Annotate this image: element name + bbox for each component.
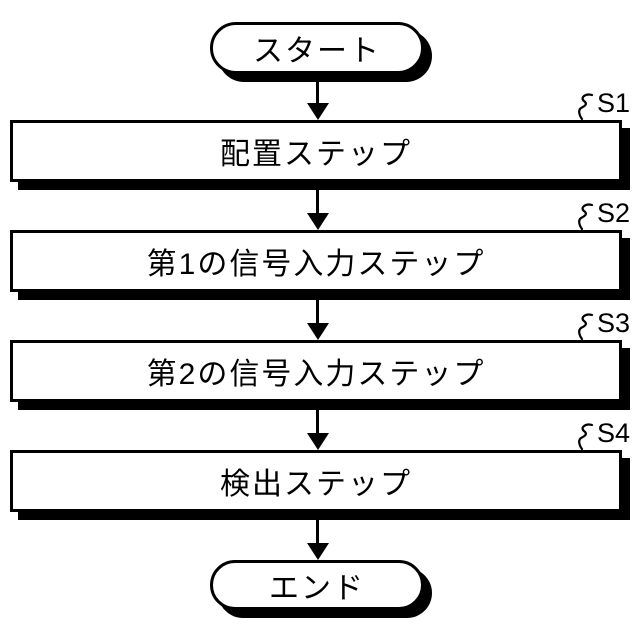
- arrow-head-icon: [307, 103, 329, 120]
- flow-arrow-1: [306, 74, 330, 120]
- arrow-head-icon: [307, 543, 329, 560]
- arrow-shaft: [316, 184, 319, 215]
- step-label: 第2の信号入力ステップ: [146, 358, 486, 391]
- step-label: 配置ステップ: [220, 138, 412, 171]
- step-box-4: 検出ステップ: [10, 450, 622, 512]
- step-box-3: 第2の信号入力ステップ: [10, 340, 622, 402]
- ref-label-s2: S2: [577, 197, 630, 230]
- start-label: スタート: [253, 35, 381, 68]
- arrow-shaft: [316, 514, 319, 545]
- ref-text: S1: [596, 87, 630, 118]
- step-label: 検出ステップ: [220, 468, 412, 501]
- end-label: エンド: [269, 572, 365, 605]
- step-box-1: 配置ステップ: [10, 120, 622, 182]
- arrow-head-icon: [307, 433, 329, 450]
- arrow-head-icon: [307, 323, 329, 340]
- reference-leader-icon: [578, 202, 594, 230]
- ref-label-s4: S4: [577, 417, 630, 450]
- flow-arrow-2: [306, 184, 330, 230]
- ref-text: S3: [596, 307, 630, 338]
- end-terminal: エンド: [210, 560, 424, 610]
- start-terminal: スタート: [210, 22, 424, 74]
- reference-leader-icon: [578, 312, 594, 340]
- ref-label-s1: S1: [577, 87, 630, 120]
- ref-text: S4: [596, 417, 630, 448]
- ref-text: S2: [596, 197, 630, 228]
- step-box-2: 第1の信号入力ステップ: [10, 230, 622, 292]
- arrow-shaft: [316, 74, 319, 105]
- step-label: 第1の信号入力ステップ: [146, 248, 486, 281]
- arrow-head-icon: [307, 213, 329, 230]
- reference-leader-icon: [578, 92, 594, 120]
- arrow-shaft: [316, 404, 319, 435]
- flow-arrow-5: [306, 514, 330, 560]
- flow-arrow-4: [306, 404, 330, 450]
- ref-label-s3: S3: [577, 307, 630, 340]
- flow-arrow-3: [306, 294, 330, 340]
- reference-leader-icon: [578, 422, 594, 450]
- arrow-shaft: [316, 294, 319, 325]
